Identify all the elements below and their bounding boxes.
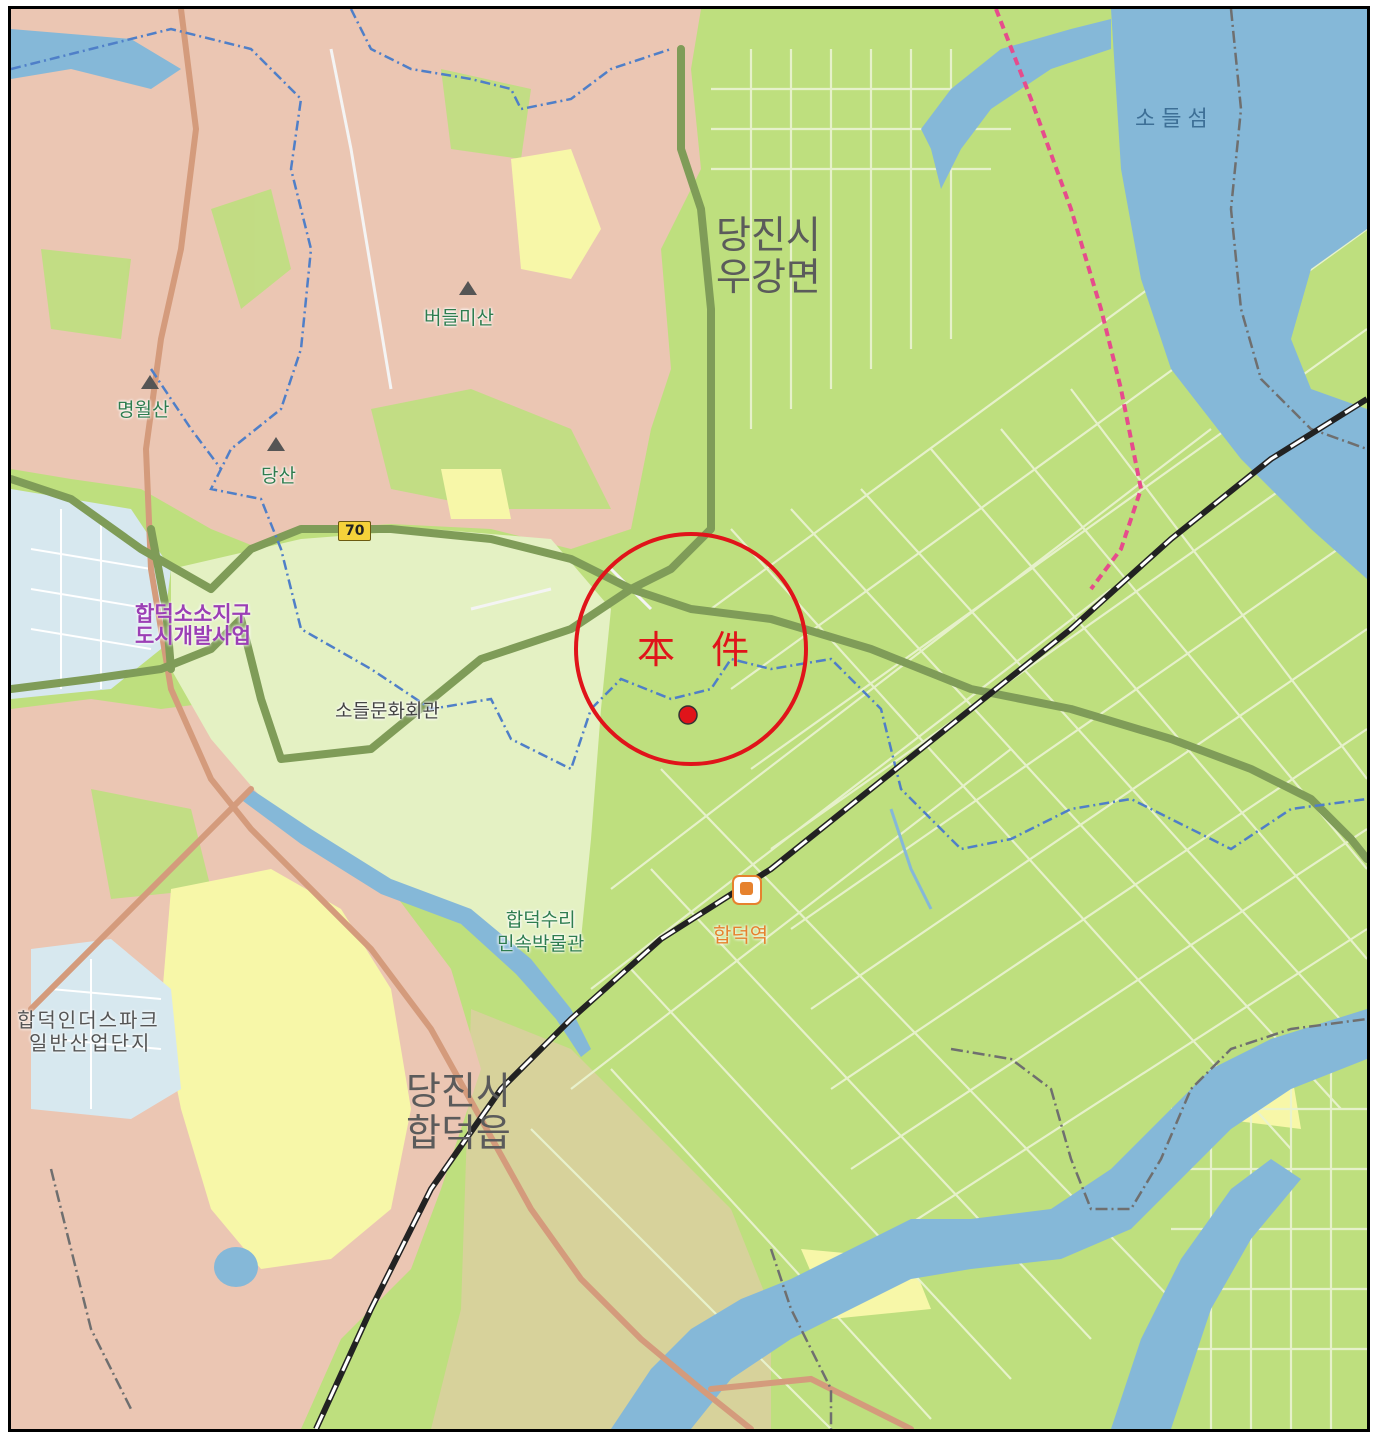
train-body-icon (740, 882, 753, 895)
label-sodeulseom: 소들섬 (1135, 107, 1214, 132)
admin-line: 당진시 (406, 1069, 511, 1113)
railway (313, 396, 1367, 1429)
pond (214, 1247, 258, 1287)
subject-marker (678, 705, 698, 725)
map-canvas[interactable] (11, 9, 1367, 1429)
admin-line: 당진시 (716, 213, 821, 257)
admin-line: 합덕읍 (406, 1110, 511, 1155)
local-roads (28, 9, 914, 1429)
complex-line: 일반산업단지 (29, 1031, 152, 1055)
label-ugang-myeon: 당진시 우강면 (716, 213, 821, 299)
label-buddeulmisan: 버들미산 (424, 307, 494, 329)
development-zone (171, 529, 611, 949)
district-line: 도시개발사업 (135, 624, 251, 649)
subject-circle (574, 532, 808, 766)
map-frame: 버들미산 명월산 당산 당진시 우강면 당진시 합덕읍 소들섬 70 합덕소소지… (8, 6, 1370, 1432)
major-roads (11, 45, 1367, 863)
label-hapdeok-museum: 합덕수리 민속박물관 (497, 909, 584, 957)
river-branch-north (921, 19, 1111, 189)
mountain-icon (141, 375, 159, 389)
museum-line: 민속박물관 (497, 932, 585, 955)
road-shield-70: 70 (338, 521, 372, 541)
admin-boundaries (11, 9, 1367, 851)
industrial-grid (30, 509, 162, 1109)
admin-line: 우강면 (716, 254, 821, 299)
subject-label: 本 件 (637, 628, 762, 672)
stream-small (889, 808, 933, 910)
label-industrial-complex: 합덕인더스파크 일반산업단지 (17, 1009, 160, 1055)
river-south-branch (1111, 1159, 1301, 1429)
label-hapdeok-station: 합덕역 (713, 923, 769, 947)
mountain-icon (267, 437, 285, 451)
green-patches (41, 69, 611, 899)
gray-boundaries (49, 9, 1367, 1429)
label-hapdeok-eup: 당진시 합덕읍 (406, 1069, 511, 1155)
train-station-icon[interactable] (732, 875, 762, 905)
river-upper-left (11, 29, 181, 89)
museum-line: 합덕수리 (505, 909, 576, 931)
label-dangsan: 당산 (261, 465, 296, 487)
farmland-grid (530, 49, 1367, 1429)
stream-west (243, 789, 591, 1057)
river-south (611, 1009, 1367, 1429)
industrial-zone-south (31, 939, 181, 1119)
label-myeongwolsan: 명월산 (117, 399, 170, 421)
label-sodeul-culture-hall: 소들문화회관 (335, 700, 440, 722)
district-line: 합덕소소지구 (135, 602, 251, 626)
label-urban-dev-district: 합덕소소지구 도시개발사업 (135, 603, 251, 647)
mountain-icon (459, 281, 477, 295)
complex-line: 합덕인더스파크 (17, 1008, 160, 1032)
